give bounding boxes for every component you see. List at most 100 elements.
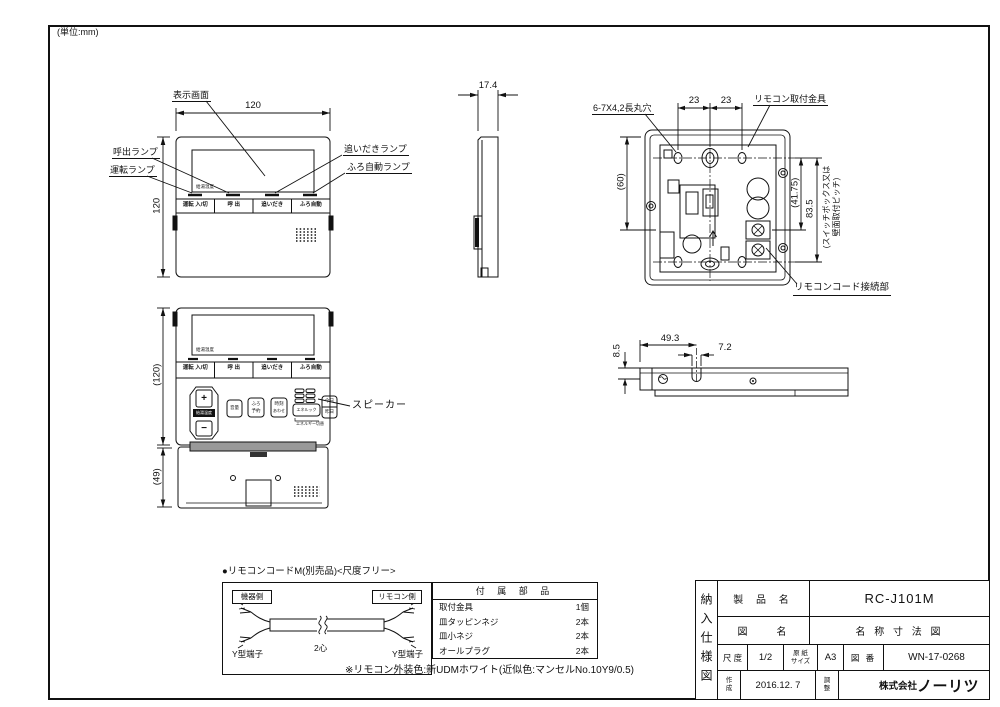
plus-button-label: + xyxy=(201,393,207,404)
open-display-text: 給湯温度 xyxy=(196,347,214,352)
title-block-row-drawing: 図 名 名 称 寸 法 図 xyxy=(718,617,989,645)
color-note: ※リモコン外装色:新UDMホワイト(近似色:マンセルNo.10Y9/0.5) xyxy=(345,665,634,676)
front-view-leaders xyxy=(146,100,346,194)
front-button-reheat: 追いだき xyxy=(261,202,284,208)
front-button-operation: 運転 入/切 xyxy=(182,202,208,208)
product-name: RC-J101M xyxy=(864,591,935,607)
back-dim-60: (60) xyxy=(615,173,627,191)
open-view-dims xyxy=(157,307,351,508)
open-dim-height: (120) xyxy=(151,363,163,386)
adjust-label: 調 整 xyxy=(816,671,839,699)
remote-side-tag: リモコン側 xyxy=(372,590,422,604)
bottom-view-drawing xyxy=(639,348,849,397)
back-dim-835: 83.5 xyxy=(804,199,816,219)
title-block: 納入仕様図 製 品 名 RC-J101M 図 名 名 称 寸 法 図 尺 度 1… xyxy=(695,580,990,700)
back-dim-23-right: 23 xyxy=(720,95,732,106)
speaker-label: スピーカー xyxy=(352,400,407,411)
bottom-dim-notch: 7.2 xyxy=(718,342,732,353)
part-qty: 2本 xyxy=(575,645,589,656)
front-dim-width: 120 xyxy=(245,100,261,111)
front-button-bath-auto: ふろ自動 xyxy=(299,202,322,208)
clock-label-2: あわせ xyxy=(273,408,285,413)
back-holes-label: 6-7X4,2長丸穴 xyxy=(592,103,654,116)
drawing-number-label: 図 番 xyxy=(844,644,884,671)
energy-note: エネルギー切替 xyxy=(296,421,324,426)
scale-value: 1/2 xyxy=(748,644,784,671)
cord-section-box xyxy=(222,582,432,675)
front-view-drawing xyxy=(172,136,334,278)
part-qty: 1個 xyxy=(575,602,589,612)
side-view-drawing xyxy=(473,136,499,278)
title-block-row-date: 作 成 2016.12. 7 調 整 株式会社ノーリツ xyxy=(718,671,989,699)
doc-type-label: 納入仕様図 xyxy=(696,581,718,699)
core-label: 2心 xyxy=(314,643,328,653)
side-dim-depth: 17.4 xyxy=(478,80,498,91)
call-lamp-label: 呼出ランプ xyxy=(112,147,160,160)
part-name: オールプラグ xyxy=(439,645,491,656)
company-name: ノーリツ xyxy=(916,677,979,695)
bath-reserve-label-2: 予約 xyxy=(251,408,261,413)
company-prefix: 株式会社 xyxy=(878,681,917,693)
open-button-call: 呼 出 xyxy=(227,365,241,371)
parts-table: 付 属 部 品 取付金具 1個 皿タッピンネジ 2本 皿小ネジ 2本 オールプラ… xyxy=(432,582,598,659)
front-dim-height: 120 xyxy=(151,197,163,214)
yesterday-button-label: 昨日 xyxy=(325,409,334,414)
reheat-lamp-label: 追いだきランプ xyxy=(343,144,409,157)
back-bracket-label: リモコン取付金具 xyxy=(753,94,829,107)
bath-auto-lamp-label: ふろ自動ランプ xyxy=(346,162,412,175)
terminal-left-label: Y型端子 xyxy=(232,649,264,659)
open-button-reheat: 追いだき xyxy=(261,365,284,371)
part-name: 皿タッピンネジ xyxy=(439,616,499,627)
front-view-dims xyxy=(157,108,331,278)
units-note: (単位:mm) xyxy=(57,27,99,37)
scale-label: 尺 度 xyxy=(718,644,748,671)
parts-table-row: オールプラグ 2本 xyxy=(433,644,597,659)
side-view-dims xyxy=(458,90,518,131)
front-button-call: 呼 出 xyxy=(227,202,241,208)
front-display-label: 表示画面 xyxy=(172,90,212,103)
title-block-row-product: 製 品 名 RC-J101M xyxy=(718,581,989,618)
back-view-drawing xyxy=(644,129,795,286)
drawing-number-value: WN-17-0268 xyxy=(908,652,965,664)
device-side-tag: 機器側 xyxy=(232,590,272,604)
bottom-view-dims xyxy=(618,340,714,394)
company-logo: 株式会社ノーリツ xyxy=(839,671,989,699)
open-dim-cover: (49) xyxy=(151,468,163,486)
back-pitch-note: (スイッチボックス又は 壁面取付ピッチ) xyxy=(822,165,841,249)
enelook-button-label: エネルック xyxy=(296,407,317,412)
parts-table-row: 皿小ネジ 2本 xyxy=(433,629,597,644)
created-date: 2016.12. 7 xyxy=(741,671,816,699)
paper-size-label: 原 紙 サイズ xyxy=(784,644,818,671)
part-qty: 2本 xyxy=(575,631,589,641)
parts-table-header: 付 属 部 品 xyxy=(433,583,597,600)
minus-button-label: − xyxy=(201,423,207,434)
bath-reserve-label-1: ふろ xyxy=(251,401,261,406)
paper-size-value: A3 xyxy=(818,644,844,671)
drawing-name: 名 称 寸 法 図 xyxy=(855,627,944,639)
back-view-dims xyxy=(620,103,822,285)
created-label: 作 成 xyxy=(718,671,741,699)
back-cord-connection-label: リモコンコード接続部 xyxy=(793,282,892,296)
product-label: 製 品 名 xyxy=(718,581,810,617)
part-name: 皿小ネジ xyxy=(439,631,474,641)
parts-table-row: 取付金具 1個 xyxy=(433,600,597,615)
open-button-bath-auto: ふろ自動 xyxy=(299,365,322,371)
today-button-label: 今日 xyxy=(325,398,334,403)
title-block-row-scale: 尺 度 1/2 原 紙 サイズ A3 図 番 WN-17-0268 xyxy=(718,644,989,672)
bottom-dim-width: 49.3 xyxy=(660,333,680,344)
temp-tag: 給湯温度 xyxy=(193,409,215,417)
drawing-label: 図 名 xyxy=(718,617,810,644)
volume-button-label: 音量 xyxy=(230,405,239,410)
front-display-text: 給湯温度 xyxy=(196,184,214,189)
back-dim-4175: (41.75) xyxy=(789,177,801,208)
back-dim-23-left: 23 xyxy=(688,95,700,106)
clock-label-1: 時刻 xyxy=(274,401,284,406)
operation-lamp-label: 運転ランプ xyxy=(109,165,157,178)
sheet-border xyxy=(48,25,990,700)
terminal-right-label: Y型端子 xyxy=(392,649,424,659)
open-button-operation: 運転 入/切 xyxy=(182,365,208,371)
open-view-drawing xyxy=(172,307,338,509)
part-name: 取付金具 xyxy=(439,602,474,612)
part-qty: 2本 xyxy=(575,616,589,627)
